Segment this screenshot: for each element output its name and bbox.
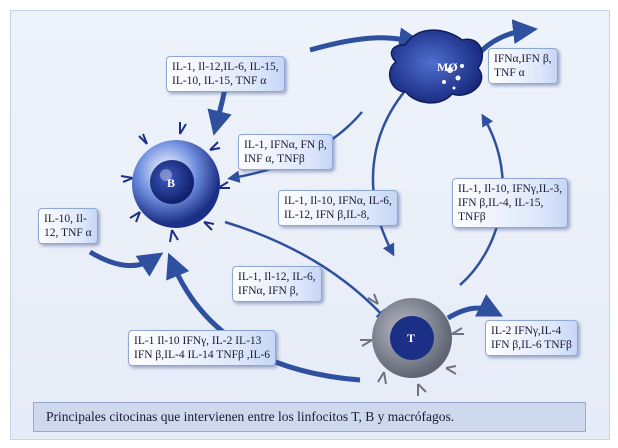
box-line: IFNα,IFN β,	[494, 53, 552, 65]
arrow-b-to-t	[224, 220, 389, 322]
box-line: IFN β,IL-4, IL-15,	[458, 197, 544, 209]
box-line: IL-12, IFN β,IL-8,	[284, 209, 370, 221]
arrow-t-self	[446, 294, 503, 321]
arrow-b-self	[88, 249, 164, 277]
box-line: 12, TNF α	[44, 227, 92, 239]
box-line: IL-1, IFNα, FN β,	[244, 139, 327, 151]
caption-text: Principales citocinas que intervienen en…	[46, 409, 455, 424]
box-macrophage-secretes: IFNα,IFN β, TNF α	[488, 48, 558, 84]
arrow-mo-to-t	[371, 84, 411, 257]
box-line: IL-1, Il-12, IL-6,	[238, 271, 316, 283]
box-macrophage-to-t: IL-1, Il-10, IFNα, IL-6, IL-12, IFN β,IL…	[278, 190, 398, 226]
box-line: IL-2 IFNγ,IL-4	[491, 325, 562, 337]
box-line: IL-1, Il-10, IFNγ,IL-3,	[458, 183, 563, 195]
box-line: IL-1, Il-12,IL-6, IL-15,	[172, 61, 279, 73]
t-cell	[360, 293, 464, 396]
box-macrophage-to-b: IL-1, IFNα, FN β, INF α, TNFβ	[238, 134, 333, 170]
box-line: IL-1 Il-10 IFNγ, IL-2 IL-13	[134, 335, 262, 347]
box-line: INF α, TNFβ	[244, 153, 305, 165]
box-t-to-b: IL-1 Il-10 IFNγ, IL-2 IL-13 IFN β,IL-4 I…	[128, 330, 277, 366]
b-cell-label: B	[167, 176, 176, 190]
box-b-to-t: IL-1, Il-12, IL-6, IFNα, IFN β,	[232, 266, 322, 302]
box-b-secretes: IL-10, Il- 12, TNF α	[38, 208, 98, 244]
box-line: IFN β,IL-4 IL-14 TNFβ ,IL-6	[134, 349, 271, 361]
box-line: IFNα, IFN β,	[238, 285, 299, 297]
box-line: TNF α	[494, 67, 525, 79]
box-t-to-macrophage: IL-1, Il-10, IFNγ,IL-3, IFN β,IL-4, IL-1…	[452, 178, 569, 228]
box-line: TNFβ	[458, 211, 486, 223]
box-b-to-macrophage: IL-1, Il-12,IL-6, IL-15, IL-10, IL-15, T…	[166, 56, 285, 92]
b-cell	[120, 122, 230, 243]
caption-bar: Principales citocinas que intervienen en…	[33, 402, 586, 432]
box-line: IL-10, IL-15, TNF α	[172, 75, 267, 87]
box-t-secretes: IL-2 IFNγ,IL-4 IFN β,IL-6 TNFβ	[485, 320, 578, 356]
macrophage-cell	[388, 29, 483, 104]
box-line: IL-10, Il-	[44, 213, 87, 225]
macrophage-label: MØ	[437, 60, 458, 74]
t-cell-label: T	[407, 331, 416, 345]
box-line: IFN β,IL-6 TNFβ	[491, 339, 572, 351]
box-line: IL-1, Il-10, IFNα, IL-6,	[284, 195, 392, 207]
